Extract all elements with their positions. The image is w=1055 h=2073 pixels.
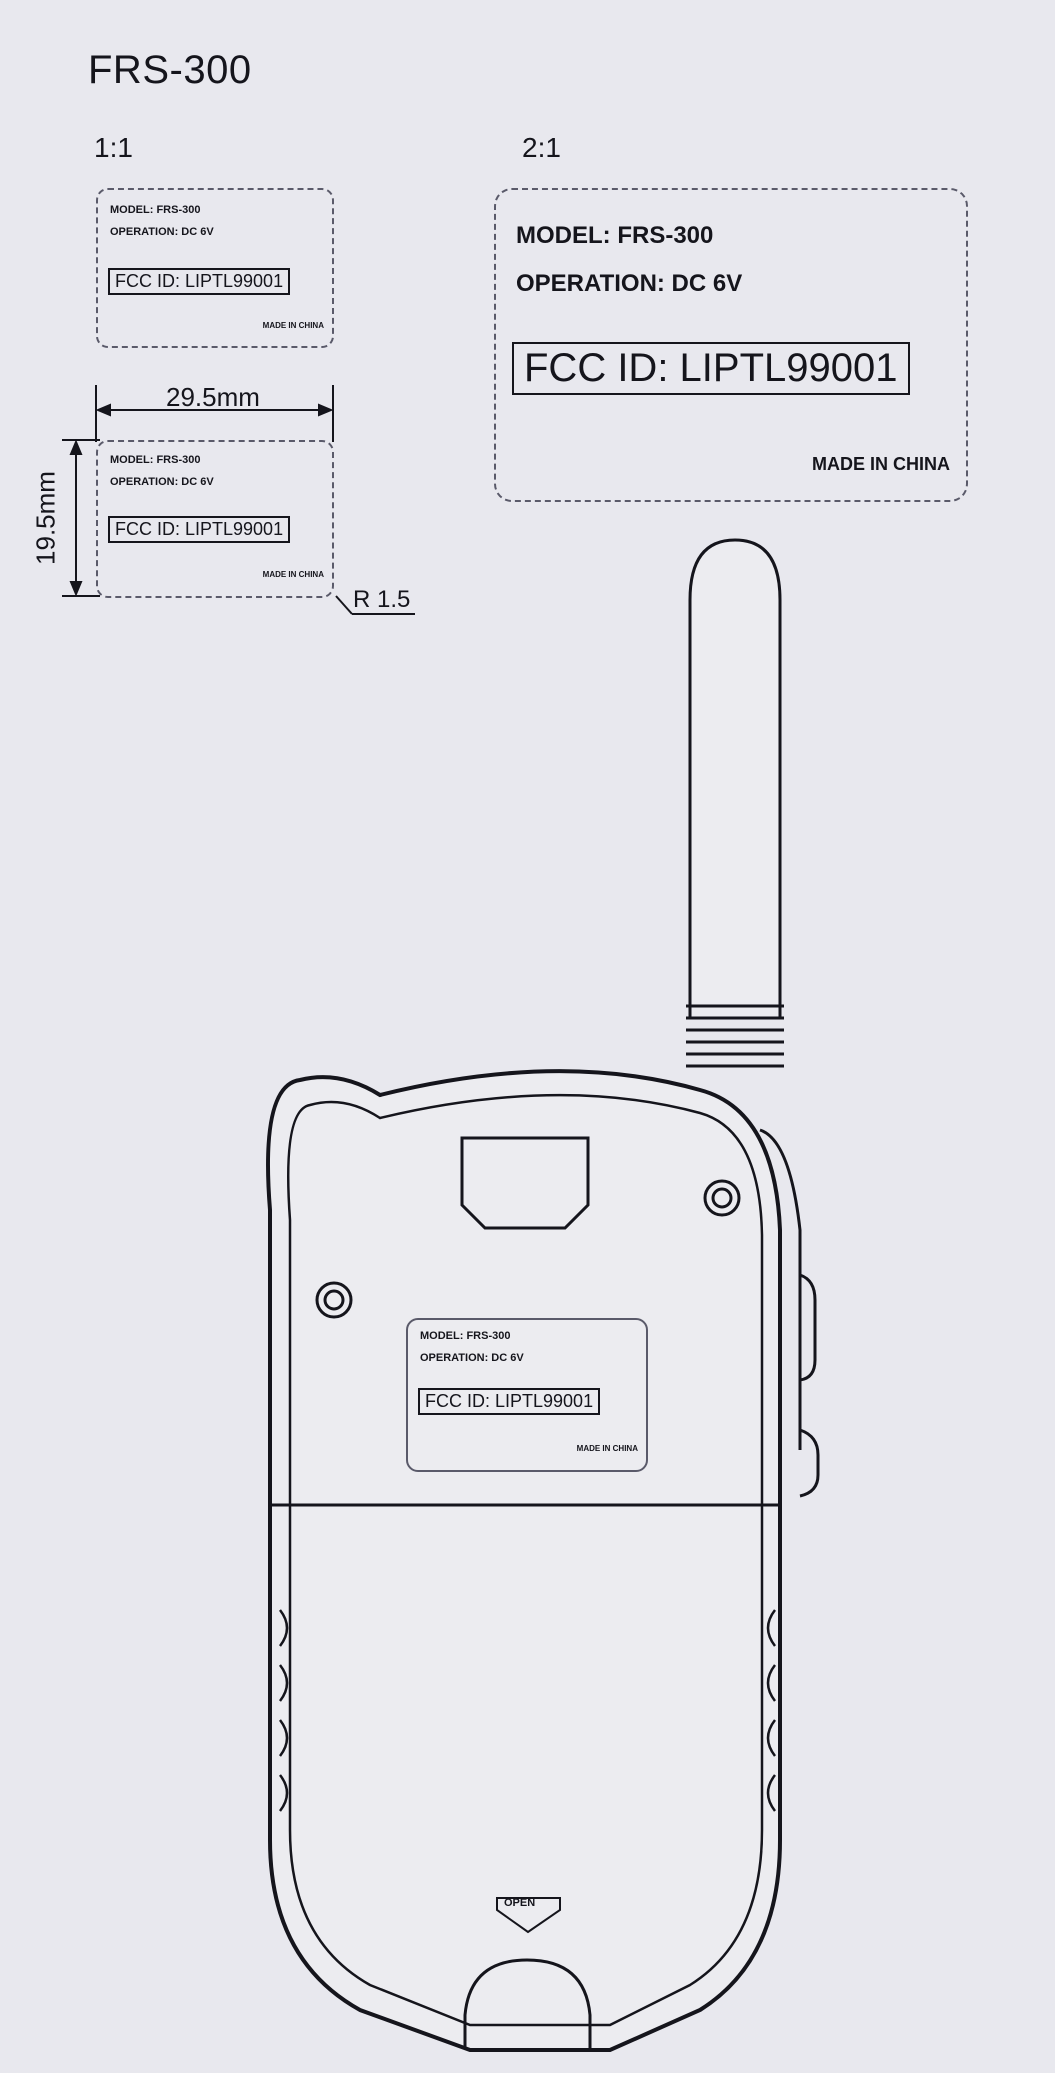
open-arrow [496, 1897, 561, 1934]
side-button-upper [799, 1273, 817, 1382]
radio-body-outer [266, 1069, 782, 2052]
width-value: 29.5mm [166, 382, 260, 412]
height-dimension [62, 439, 100, 597]
label-operation: OPERATION: DC 6V [516, 270, 743, 297]
label-made-in: MADE IN CHINA [262, 570, 324, 579]
label-on-radio: MODEL: FRS-300 OPERATION: DC 6V FCC ID: … [406, 1318, 648, 1472]
label-model: MODEL: FRS-300 [516, 222, 714, 249]
label-model: MODEL: FRS-300 [110, 454, 201, 466]
scale-label-2-1: 2:1 [522, 132, 561, 163]
width-dimension [95, 385, 334, 442]
label-model: MODEL: FRS-300 [110, 204, 201, 216]
label-operation: OPERATION: DC 6V [420, 1352, 524, 1364]
label-fcc-id: FCC ID: LIPTL99001 [418, 1388, 601, 1415]
radius-value: R 1.5 [353, 586, 411, 613]
battery-latch [463, 1958, 592, 2048]
label-operation: OPERATION: DC 6V [110, 476, 214, 488]
belt-clip-tab [460, 1136, 590, 1230]
label-2-to-1: MODEL: FRS-300 OPERATION: DC 6V FCC ID: … [494, 188, 968, 502]
label-fcc-id: FCC ID: LIPTL99001 [108, 268, 291, 295]
height-value: 19.5mm [30, 471, 61, 565]
label-made-in: MADE IN CHINA [812, 454, 950, 474]
label-made-in: MADE IN CHINA [262, 321, 324, 330]
side-button-lower [799, 1428, 820, 1498]
label-dimensioned: MODEL: FRS-300 OPERATION: DC 6V FCC ID: … [96, 440, 334, 598]
screw-right [703, 1179, 741, 1217]
screw-left [315, 1281, 353, 1319]
label-model: MODEL: FRS-300 [420, 1330, 511, 1342]
label-operation: OPERATION: DC 6V [110, 226, 214, 238]
label-1-to-1: MODEL: FRS-300 OPERATION: DC 6V FCC ID: … [96, 188, 334, 348]
label-fcc-id: FCC ID: LIPTL99001 [512, 342, 910, 395]
scale-label-1-1: 1:1 [94, 132, 133, 163]
label-made-in: MADE IN CHINA [576, 1444, 638, 1453]
drawing-title: FRS-300 [88, 48, 252, 92]
radius-leader [335, 595, 415, 615]
open-label: OPEN [504, 1897, 536, 1909]
label-fcc-id: FCC ID: LIPTL99001 [108, 516, 291, 543]
antenna [686, 538, 784, 1068]
radio-body-inner [287, 1093, 764, 2027]
